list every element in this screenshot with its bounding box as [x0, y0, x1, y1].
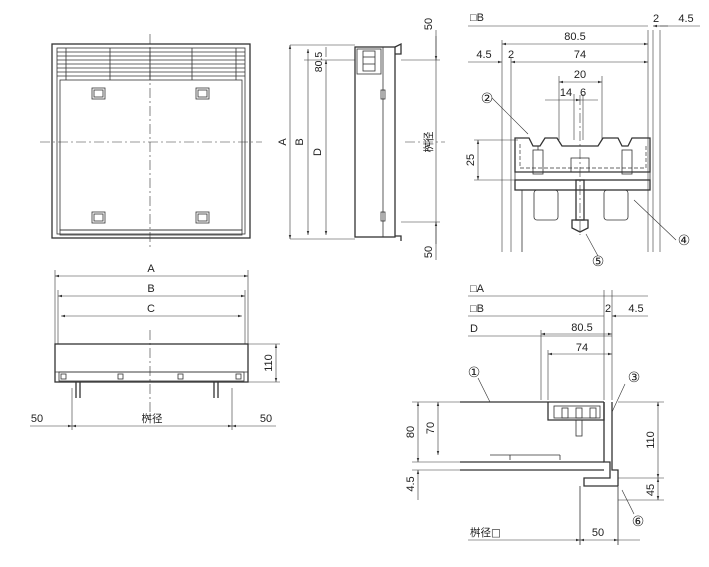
dim-50-right: 50: [260, 413, 272, 425]
plan-view: [40, 34, 262, 248]
dim-d: D: [312, 148, 324, 156]
elevation-view: [30, 270, 280, 430]
dim-110: 110: [263, 354, 275, 372]
dim-74: 74: [574, 49, 586, 61]
dim-a: A: [277, 138, 289, 146]
section-dim-labels: A B D 80.5 50 50 桝径: [277, 18, 435, 258]
callout-3: ③: [628, 369, 641, 385]
dim-a: A: [147, 263, 155, 275]
label-b: □B: [470, 303, 484, 315]
dim-b: B: [147, 283, 154, 295]
dim-80-5: 80.5: [571, 322, 592, 334]
detail-bottom: [412, 290, 664, 545]
callouts: ② ④ ⑤ ① ③ ⑥: [468, 90, 691, 529]
dim-80: 80: [405, 426, 417, 438]
label-d: D: [470, 323, 478, 335]
dim-4-5: 4.5: [628, 303, 643, 315]
dim-70: 70: [425, 422, 437, 434]
label-a: □A: [470, 283, 485, 295]
masu-label: 桝径: [422, 131, 435, 152]
dim-14: 14: [560, 87, 572, 99]
dim-4-5: 4.5: [678, 13, 693, 25]
masu-label: 桝径□: [470, 526, 501, 539]
detail-top: [468, 24, 700, 257]
dim-2: 2: [653, 13, 659, 25]
detail-top-labels: □B 2 4.5 80.5 4.5 2 74 20 14 6 25: [465, 12, 694, 166]
dim-50-bottom: 50: [423, 246, 435, 258]
dim-2-left: 2: [508, 49, 514, 61]
dim-50-top: 50: [423, 18, 435, 30]
dim-2: 2: [605, 303, 611, 315]
detail-bottom-labels: □A □B D 2 4.5 80.5 74 80 70 4.5 110 45 桝…: [405, 283, 657, 539]
dim-4-5-left: 4.5: [405, 476, 417, 491]
cover-tabs: [91, 87, 210, 224]
callout-4: ④: [678, 232, 691, 248]
dim-74: 74: [576, 342, 588, 354]
dim-6: 6: [580, 87, 586, 99]
callout-5: ⑤: [592, 253, 605, 269]
dim-c: C: [147, 303, 155, 315]
dim-50: 50: [592, 527, 604, 539]
callout-2: ②: [481, 90, 494, 106]
callout-6: ⑥: [632, 513, 645, 529]
section-view: [288, 30, 445, 260]
dim-45: 45: [645, 484, 657, 496]
dim-20: 20: [574, 69, 586, 81]
dim-25: 25: [465, 154, 477, 166]
dim-80-5: 80.5: [564, 31, 585, 43]
dim-4-5-left: 4.5: [476, 49, 491, 61]
label-b: □B: [470, 12, 484, 24]
elevation-dim-labels: A B C 110 50 桝径 50: [31, 263, 275, 425]
masu-label: 桝径: [142, 412, 163, 425]
dim-80-5: 80.5: [313, 52, 325, 73]
dim-50-left: 50: [31, 413, 43, 425]
dim-110: 110: [645, 431, 657, 449]
dim-b: B: [294, 138, 306, 145]
grating-slats: [57, 48, 245, 80]
callout-1: ①: [468, 364, 481, 380]
